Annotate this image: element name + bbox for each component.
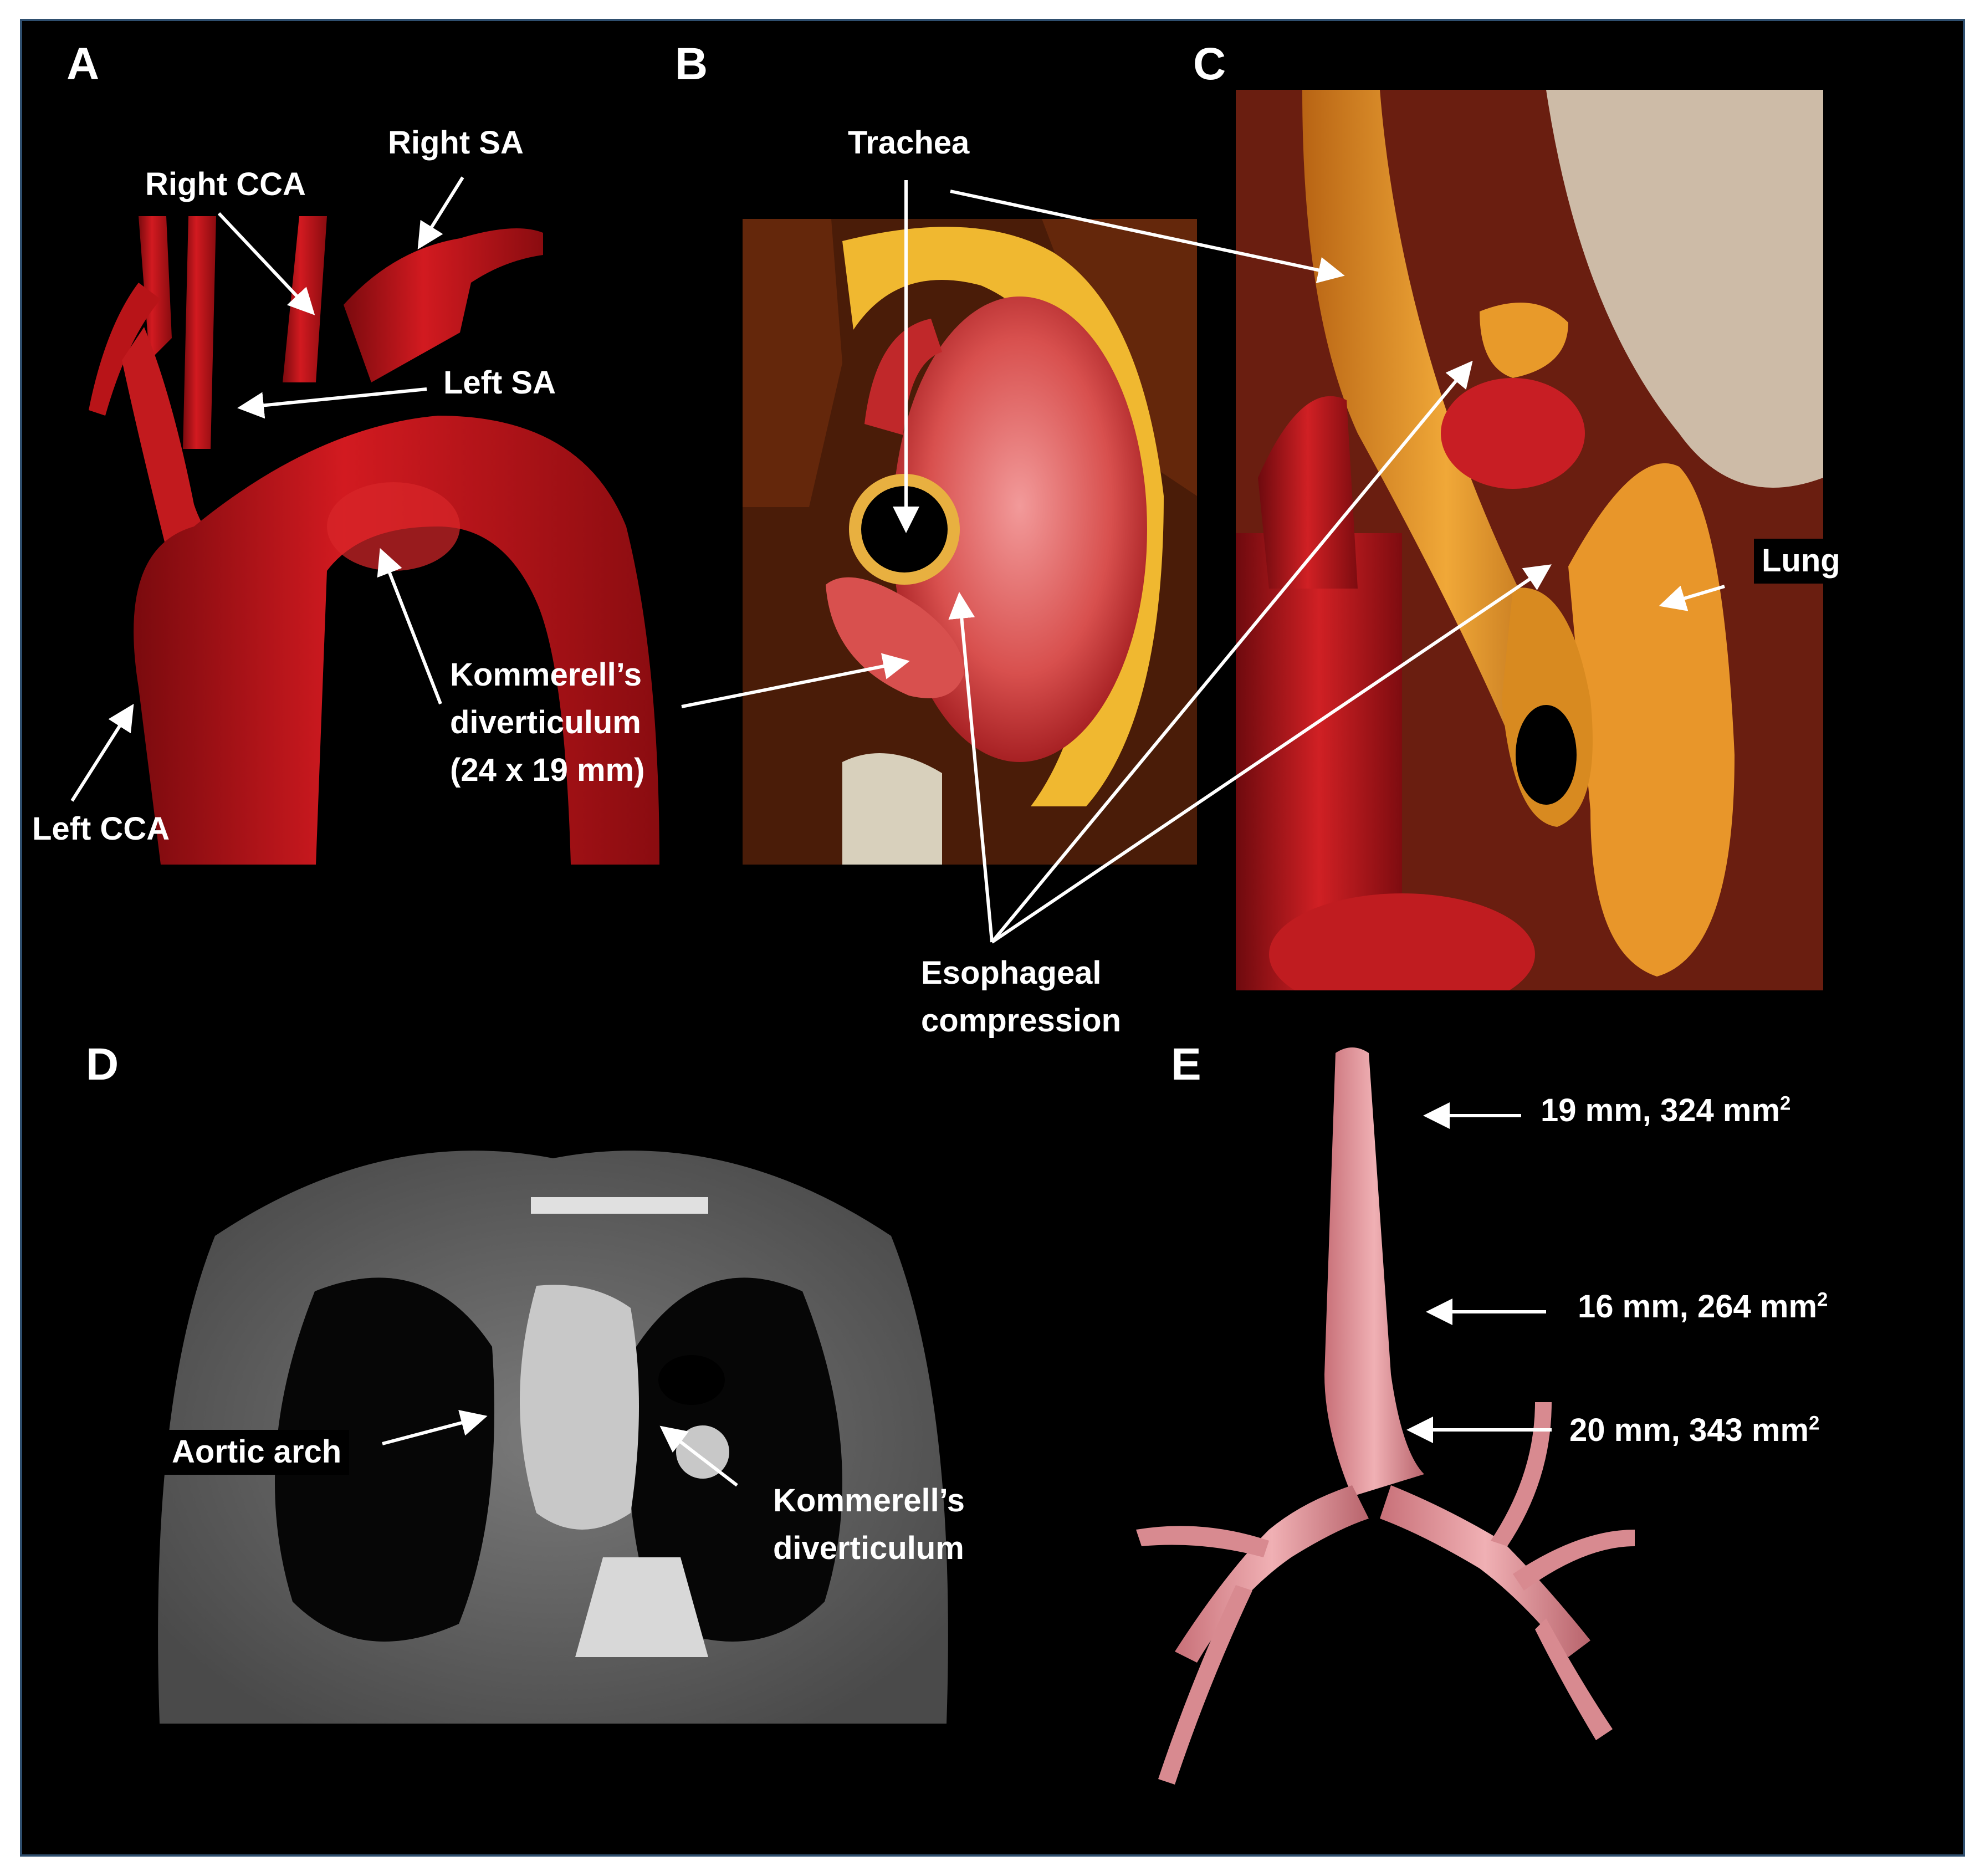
- kommerell-diverticulum: [327, 482, 460, 571]
- label-left-sa: Left SA: [443, 365, 556, 401]
- label-kommerell-d-line2: diverticulum: [773, 1530, 964, 1566]
- bronchial-branch: [1513, 1530, 1635, 1591]
- label-aortic-arch: Aortic arch: [164, 1430, 350, 1475]
- aortic-arch: [134, 416, 659, 865]
- label-kommerell-d-line1: Kommerell’s: [773, 1483, 965, 1519]
- spine-bone: [1546, 90, 1823, 488]
- left-main-bronchus: [1380, 1485, 1590, 1657]
- panel-letter-e: E: [1171, 1039, 1201, 1090]
- left-carotid-arch: [122, 327, 294, 614]
- label-measurement-3: 20 mm, 343 mm2: [1569, 1412, 1820, 1448]
- kommerell-diverticulum: [826, 577, 964, 698]
- panel-e-image: [1092, 1042, 1668, 1829]
- label-kommerell-a-line3: (24 x 19 mm): [450, 752, 645, 788]
- airway-tree-render: [1136, 1047, 1635, 1785]
- vessel-section: [864, 319, 942, 435]
- trachea-lumen: [861, 486, 948, 572]
- label-measurement-1: 19 mm, 324 mm2: [1541, 1092, 1791, 1128]
- panel-letter-b: B: [675, 39, 708, 89]
- branch-vessel: [89, 283, 161, 416]
- panel-a-image: [83, 216, 659, 865]
- trachea-airway: [1324, 1047, 1424, 1496]
- label-lung: Lung: [1754, 539, 1848, 584]
- kommerell-diverticulum: [1441, 378, 1585, 489]
- lung-tissue: [743, 219, 842, 507]
- spine: [842, 753, 942, 865]
- label-kommerell-a-line1: Kommerell’s: [450, 657, 642, 693]
- aortic-arch-ct: [520, 1285, 639, 1530]
- bronchial-branch: [1158, 1585, 1252, 1785]
- right-lung: [275, 1277, 494, 1642]
- label-right-cca: Right CCA: [145, 166, 306, 202]
- esophageal-lumen: [1516, 705, 1577, 805]
- bronchial-branch: [1491, 1402, 1552, 1546]
- left-cca-vessel: [139, 216, 172, 360]
- panel-c-image: [1236, 90, 1823, 990]
- right-sa-vessel: [344, 228, 543, 382]
- panel-letter-c: C: [1193, 39, 1226, 89]
- aortic-arch-render: [89, 216, 659, 865]
- trachea-ct: [658, 1355, 725, 1405]
- panel-b-image: [743, 219, 1197, 865]
- label-esophageal-line2: compression: [921, 1003, 1121, 1039]
- label-esophageal-line1: Esophageal: [921, 955, 1102, 991]
- left-sa-vessel: [183, 216, 216, 449]
- panel-letter-a: A: [66, 39, 100, 89]
- panel-letter-d: D: [86, 1039, 119, 1090]
- label-trachea: Trachea: [848, 125, 970, 161]
- kommerell-diverticulum-ct: [676, 1425, 729, 1479]
- right-main-bronchus: [1175, 1485, 1369, 1663]
- label-right-sa: Right SA: [388, 125, 524, 161]
- bronchial-branch: [1136, 1526, 1269, 1557]
- esophagus-section: [1480, 303, 1568, 378]
- bronchial-branch: [1535, 1618, 1613, 1740]
- vertebra: [575, 1557, 708, 1657]
- mediastinum-cutplane-render: [743, 219, 1197, 865]
- label-measurement-2: 16 mm, 264 mm2: [1578, 1289, 1828, 1325]
- trachea-esophagus-render: [1236, 90, 1823, 990]
- label-kommerell-a-line2: diverticulum: [450, 704, 641, 740]
- sternum: [531, 1197, 708, 1214]
- label-left-cca: Left CCA: [32, 811, 170, 847]
- right-cca-vessel: [283, 216, 327, 382]
